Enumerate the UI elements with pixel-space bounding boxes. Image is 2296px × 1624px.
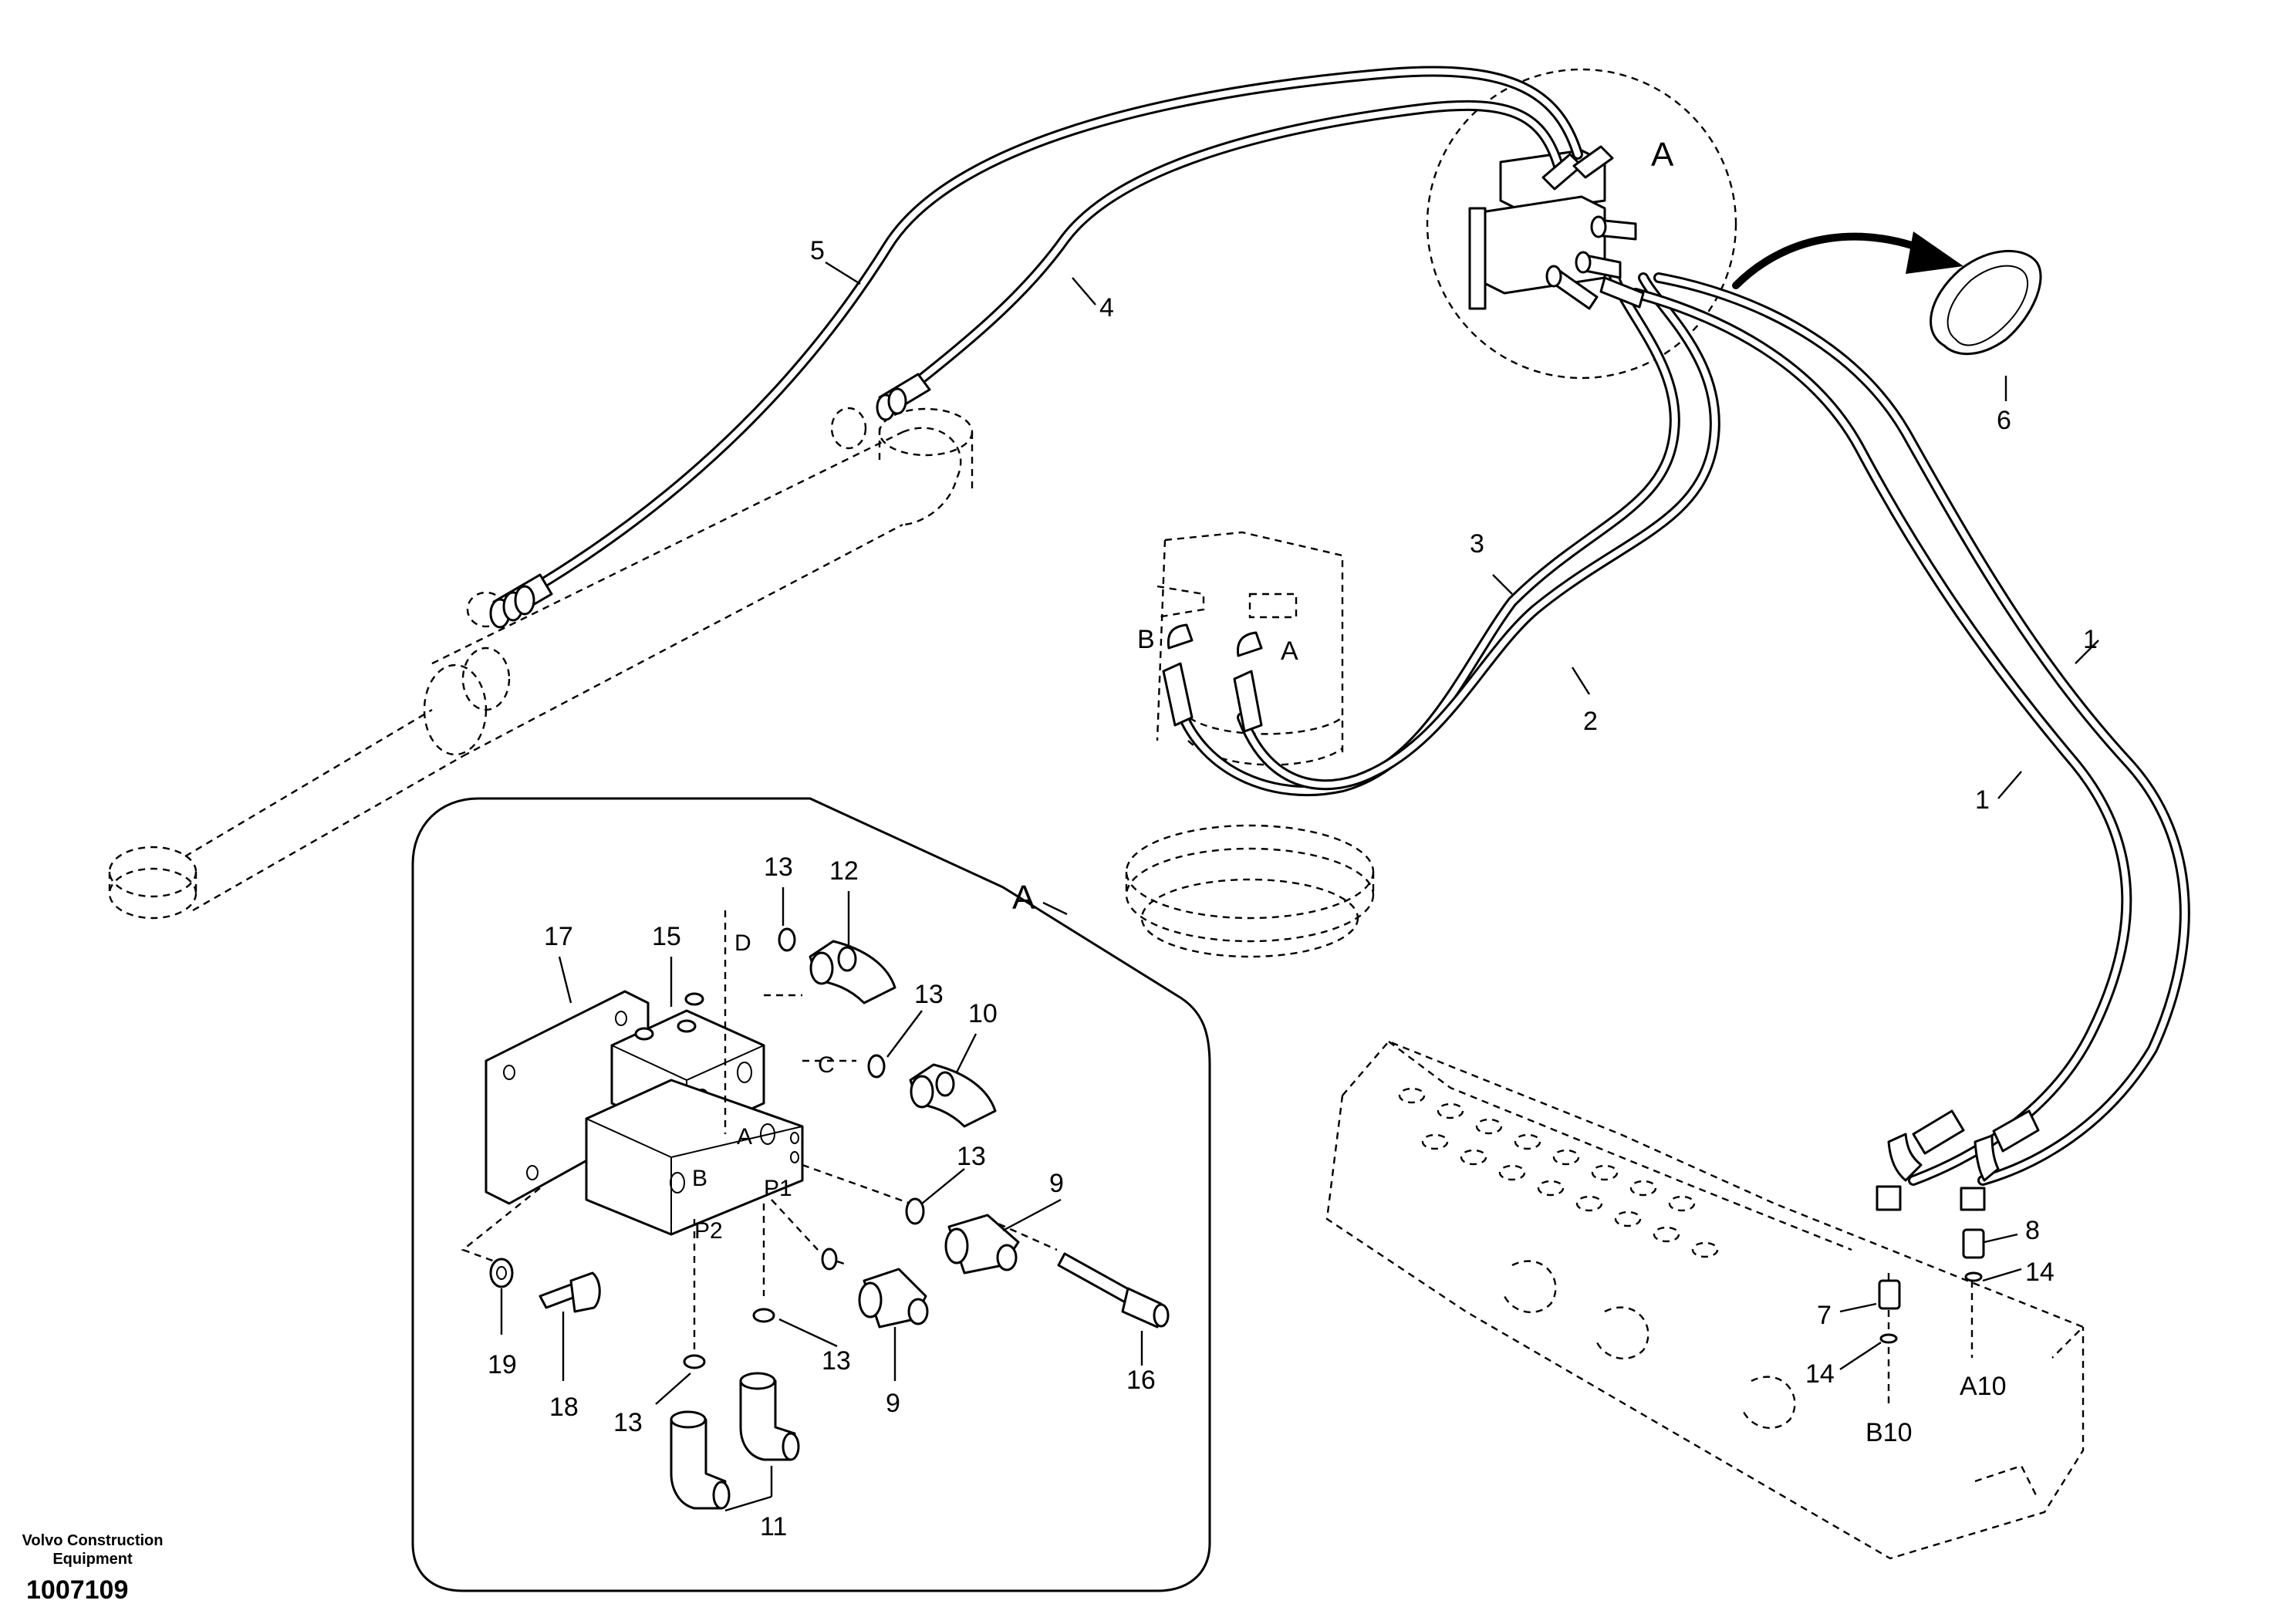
detail-callout-12: 12 <box>829 856 859 886</box>
o-ring-13-p2b <box>683 1354 706 1369</box>
o-ring-14-upper <box>1964 1271 1983 1282</box>
detail-callout-13-c: 13 <box>914 980 944 1009</box>
detail-callout-9-upper: 9 <box>1049 1169 1064 1198</box>
boom-cylinder-outline <box>108 407 974 920</box>
valve-block-lower <box>585 1079 804 1236</box>
washer-19 <box>489 1258 514 1288</box>
callout-1-upper: 1 <box>2083 625 2098 654</box>
detail-a-callout: A <box>1651 136 1674 174</box>
detail-callout-15: 15 <box>652 922 681 951</box>
port-a: A <box>737 1124 752 1150</box>
callout-4: 4 <box>1099 293 1114 322</box>
port-label-a10: A10 <box>1960 1372 2007 1401</box>
o-ring-13-c <box>867 1054 886 1079</box>
port-b: B <box>692 1166 707 1191</box>
manifold-fittings <box>1541 145 1645 310</box>
valve-ports-pattern <box>1398 1087 1719 1258</box>
callout-7: 7 <box>1817 1301 1832 1330</box>
elbow-fitting-11-right <box>739 1372 800 1461</box>
detail-callout-13-a: 13 <box>957 1142 986 1171</box>
elbow-fitting-10 <box>909 1063 997 1128</box>
elbow-fitting-11-left <box>670 1410 731 1510</box>
fitting-8 <box>1962 1228 1985 1259</box>
detail-callout-13-d: 13 <box>764 853 793 882</box>
callout-3: 3 <box>1470 529 1484 559</box>
port-d: D <box>734 930 751 956</box>
motor-port-a: A <box>1281 636 1298 666</box>
grommet-6 <box>1930 250 2042 356</box>
elbow-fitting-12 <box>809 940 896 1004</box>
manifold-block <box>1468 149 1606 310</box>
swing-motor-fittings <box>1162 623 1263 733</box>
detail-a-panel <box>411 797 1211 1592</box>
detail-callout-10: 10 <box>968 999 998 1028</box>
callout-1-lower: 1 <box>1975 785 1990 815</box>
callout-8: 8 <box>2025 1216 2040 1245</box>
brand-line-1: Volvo Construction <box>22 1532 164 1549</box>
detail-a-circle <box>1426 68 1737 380</box>
callout-14-lower: 14 <box>1805 1359 1835 1389</box>
detail-callout-16: 16 <box>1126 1366 1156 1395</box>
o-ring-13-d <box>778 927 796 952</box>
valve-hose-ends <box>1876 1109 2040 1211</box>
main-leaders <box>825 261 2099 1371</box>
control-valve-outline <box>1325 1040 2085 1560</box>
bolt-16 <box>1057 1252 1170 1329</box>
callout-6: 6 <box>1997 406 2011 435</box>
o-ring-13-p1 <box>821 1248 838 1271</box>
straight-fitting-9-upper <box>944 1214 1020 1275</box>
port-label-b10: B10 <box>1866 1418 1913 1447</box>
port-p2: P2 <box>694 1218 723 1244</box>
detail-callout-17: 17 <box>544 922 573 951</box>
o-ring-13-a <box>905 1197 925 1225</box>
arrow-to-grommet <box>1732 231 1963 289</box>
detail-leaders <box>500 887 1143 1512</box>
cylinder-rod-fitting <box>876 373 931 421</box>
detail-callout-13-p1: 13 <box>822 1346 851 1376</box>
brand-caption: Volvo Construction Equipment <box>15 1531 170 1568</box>
detail-callout-18: 18 <box>549 1393 579 1422</box>
fitting-7 <box>1878 1279 1901 1310</box>
o-ring-13-p2a <box>752 1308 775 1323</box>
straight-fitting-9-lower <box>858 1268 929 1329</box>
detail-callout-9-lower: 9 <box>886 1389 900 1418</box>
cylinder-head-fitting <box>489 573 553 629</box>
callout-14-upper: 14 <box>2025 1258 2055 1287</box>
bolt-18 <box>539 1271 601 1313</box>
brand-line-2: Equipment <box>52 1551 133 1568</box>
detail-a-title: A <box>1012 879 1035 917</box>
hoses <box>519 66 2190 1186</box>
detail-callout-11: 11 <box>760 1512 787 1541</box>
motor-port-b: B <box>1137 625 1155 654</box>
document-number: 1007109 <box>26 1575 129 1605</box>
detail-callout-19: 19 <box>488 1350 517 1379</box>
o-ring-14-lower <box>1879 1333 1898 1344</box>
callout-5: 5 <box>810 236 825 265</box>
port-c: C <box>818 1052 835 1078</box>
port-p1: P1 <box>764 1176 792 1201</box>
callout-2: 2 <box>1583 707 1598 736</box>
hose-fittings <box>489 145 2040 1344</box>
detail-callout-13-p2: 13 <box>613 1408 643 1437</box>
